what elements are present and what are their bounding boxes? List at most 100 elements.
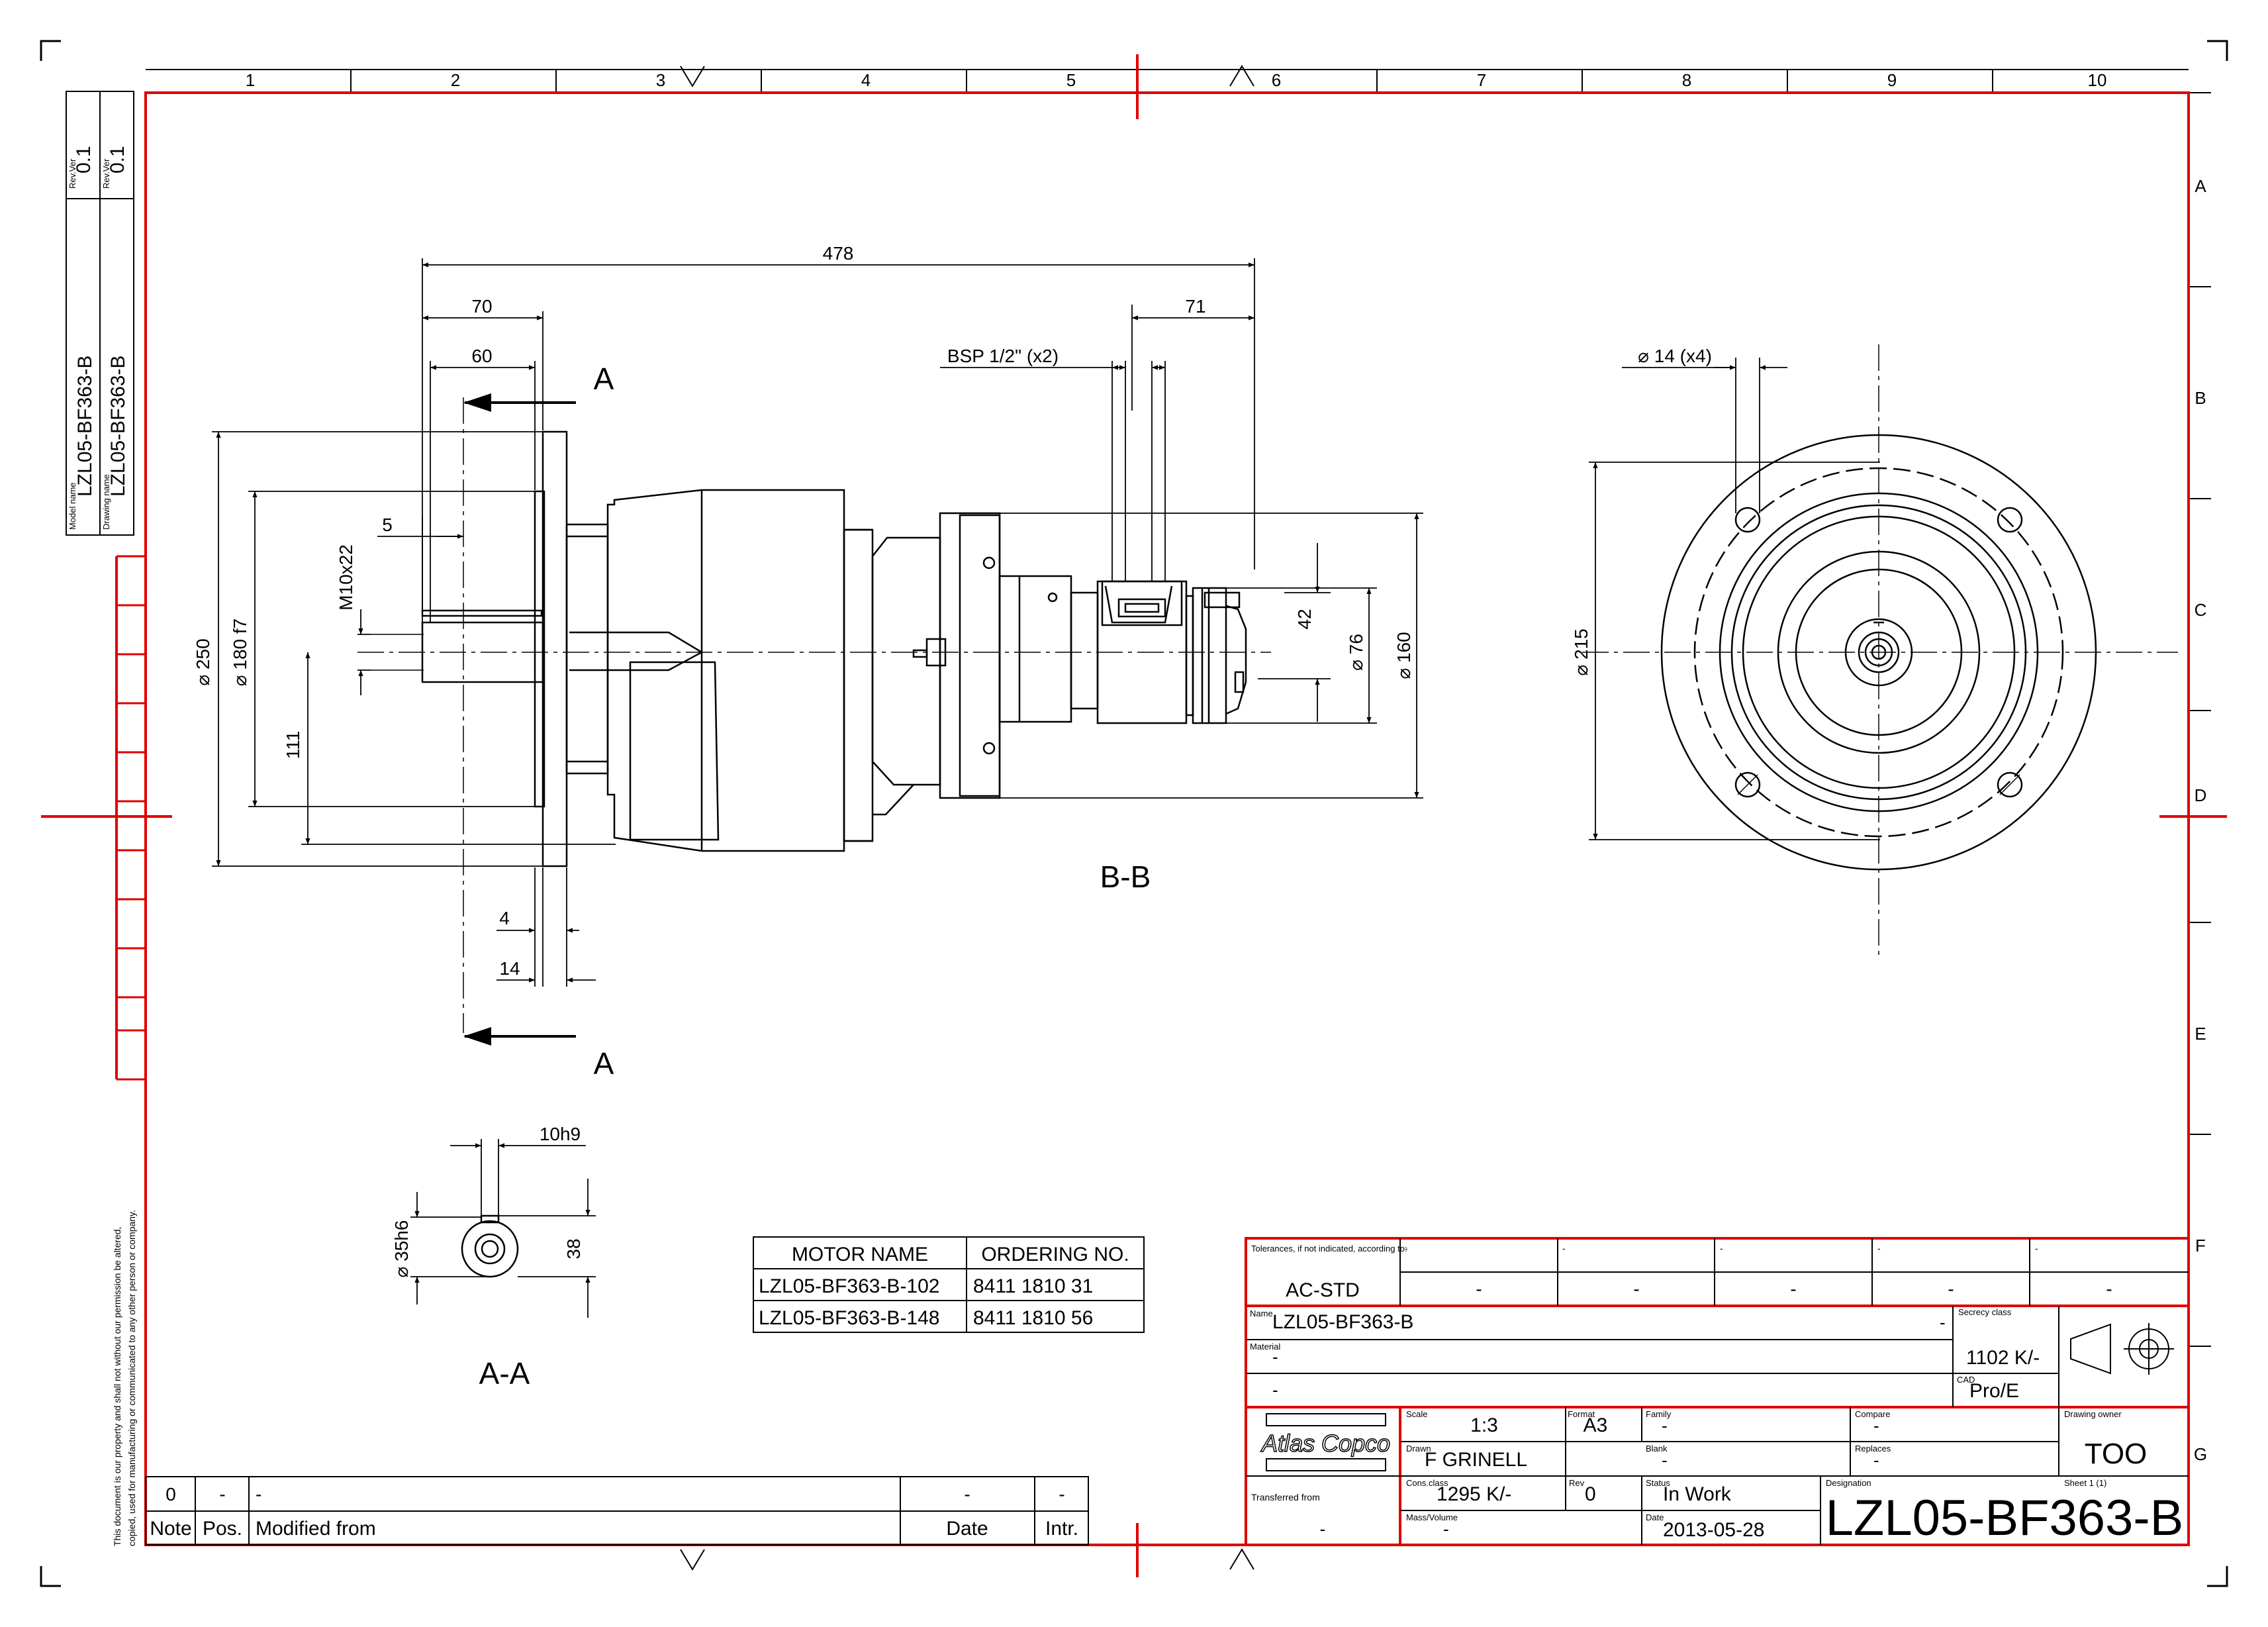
projection-symbol-icon	[2070, 1323, 2174, 1375]
rev-header-date: Date	[946, 1518, 988, 1540]
legal-line-2: copied, used for manufacturing or commun…	[126, 1210, 137, 1546]
cad-value: Pro/E	[1969, 1380, 2019, 1402]
designation-value: LZL05-BF363-B	[1826, 1490, 2184, 1546]
motor-table: MOTOR NAME ORDERING NO. LZL05-BF363-B-10…	[753, 1236, 1145, 1333]
dim-160: ⌀ 160	[1394, 632, 1414, 679]
rev-note-value: 0	[165, 1484, 176, 1504]
scale-label: Scale	[1406, 1409, 1428, 1419]
rev-modified-value: -	[256, 1484, 261, 1504]
legal-line-1: This document is our property and shall …	[112, 1227, 122, 1546]
drawing-owner-label: Drawing owner	[2064, 1409, 2122, 1419]
tolerance-std: AC-STD	[1286, 1279, 1360, 1301]
rev-label: Rev	[1569, 1478, 1585, 1488]
cad-label: CAD	[1957, 1375, 1975, 1385]
col-label: 10	[2088, 70, 2107, 90]
cons-class-label: Cons.class	[1406, 1478, 1448, 1488]
grid-band	[146, 69, 2211, 93]
section-arrows	[463, 393, 576, 1046]
dim-111: 111	[283, 731, 303, 760]
rev-intr-value: -	[1059, 1484, 1064, 1504]
cons-class-value: 1295 K/-	[1437, 1483, 1511, 1505]
secrecy-value: 1102 K/-	[1966, 1347, 2040, 1369]
crop-marks	[40, 40, 2228, 1587]
tol-small: -	[1877, 1243, 1881, 1254]
tol-small: -	[1720, 1243, 1723, 1254]
motor-row-1-name: LZL05-BF363-B-102	[759, 1275, 940, 1297]
dim-bsp: BSP 1/2" (x2)	[947, 346, 1059, 366]
tol-small: -	[1562, 1243, 1566, 1254]
drawing-name-label: Drawing name	[101, 474, 111, 530]
end-view-dims	[1589, 358, 1880, 840]
dim-215: ⌀ 215	[1571, 628, 1591, 675]
rev-header-intr: Intr.	[1045, 1518, 1078, 1540]
material-label: Material	[1250, 1342, 1280, 1352]
mass-label: Mass/Volume	[1406, 1512, 1458, 1522]
date-value: 2013-05-28	[1663, 1519, 1764, 1541]
tol-value: -	[2106, 1279, 2112, 1299]
col-label: 5	[1066, 70, 1076, 90]
rev-ver-value: 0.1	[73, 146, 95, 173]
compare-value: -	[1873, 1416, 1879, 1436]
status-value: In Work	[1663, 1483, 1732, 1505]
atlas-copco-logo: Atlas Copco	[1260, 1413, 1391, 1471]
dim-70: 70	[471, 296, 492, 317]
col-label: 1	[246, 70, 255, 90]
name-dash: -	[1940, 1312, 1946, 1332]
row-labels: A B C D E F G	[2194, 176, 2207, 1464]
material-value-1: -	[1272, 1347, 1278, 1367]
dim-250: ⌀ 250	[193, 638, 213, 685]
rev-header-modified: Modified from	[256, 1518, 376, 1540]
replaces-label: Replaces	[1855, 1444, 1891, 1454]
col-label: 8	[1682, 70, 1691, 90]
model-name: LZL05-BF363-B	[74, 356, 96, 497]
status-label: Status	[1646, 1478, 1670, 1488]
drawing-owner-value: TOO	[2085, 1438, 2148, 1470]
dim-42: 42	[1294, 609, 1315, 629]
name-value: LZL05-BF363-B	[1272, 1311, 1413, 1333]
col-label: 4	[861, 70, 871, 90]
name-label: Name	[1250, 1308, 1273, 1318]
section-label-bottom: A	[594, 1046, 614, 1081]
material-value-2: -	[1272, 1380, 1278, 1400]
motor-header-name: MOTOR NAME	[792, 1244, 928, 1265]
tol-small: -	[1405, 1243, 1408, 1254]
col-label: 3	[656, 70, 665, 90]
blank-value: -	[1662, 1450, 1668, 1470]
dim-38: 38	[563, 1238, 584, 1259]
dim-m10: M10x22	[336, 544, 356, 611]
replaces-value: -	[1873, 1450, 1879, 1470]
date-label: Date	[1646, 1512, 1664, 1522]
model-name-label: Model name	[68, 482, 77, 530]
scale-value: 1:3	[1470, 1414, 1498, 1436]
aa-view	[461, 1214, 519, 1278]
centering-marks	[680, 65, 1254, 1571]
rev-value: 0	[1585, 1483, 1596, 1505]
row-label: F	[2195, 1236, 2206, 1256]
transferred-label: Transferred from	[1251, 1492, 1320, 1503]
row-label: E	[2195, 1024, 2206, 1044]
column-labels: 1 2 3 4 5 6 7 8 9 10	[246, 70, 2107, 90]
dimension-texts: 478 70 60 71 BSP 1/2" (x2) 5 M10x22 ⌀ 25…	[193, 243, 1414, 979]
secrecy-label: Secrecy class	[1958, 1307, 2012, 1317]
designation-label: Designation	[1826, 1478, 1871, 1488]
dim-71: 71	[1185, 296, 1205, 317]
main-view-title: B-B	[1100, 860, 1151, 894]
family-label: Family	[1646, 1409, 1672, 1419]
frame-ladder	[117, 555, 146, 1081]
rev-header-pos: Pos.	[203, 1518, 242, 1540]
row-label: A	[2195, 176, 2206, 196]
dim-holes: ⌀ 14 (x4)	[1638, 346, 1712, 366]
format-value: A3	[1583, 1414, 1608, 1436]
dim-5: 5	[382, 515, 393, 535]
dim-35: ⌀ 35h6	[391, 1220, 412, 1278]
mass-value: -	[1443, 1519, 1449, 1539]
revision-table: 0 - - - - Note Pos. Modified from Date I…	[145, 1476, 1089, 1546]
tol-value: -	[1790, 1279, 1796, 1299]
tol-small: -	[2035, 1243, 2038, 1254]
family-value: -	[1662, 1416, 1668, 1436]
end-view	[1660, 434, 2097, 871]
section-view-bb	[371, 430, 1247, 867]
col-label: 9	[1887, 70, 1897, 90]
rev-header-note: Note	[150, 1518, 191, 1540]
